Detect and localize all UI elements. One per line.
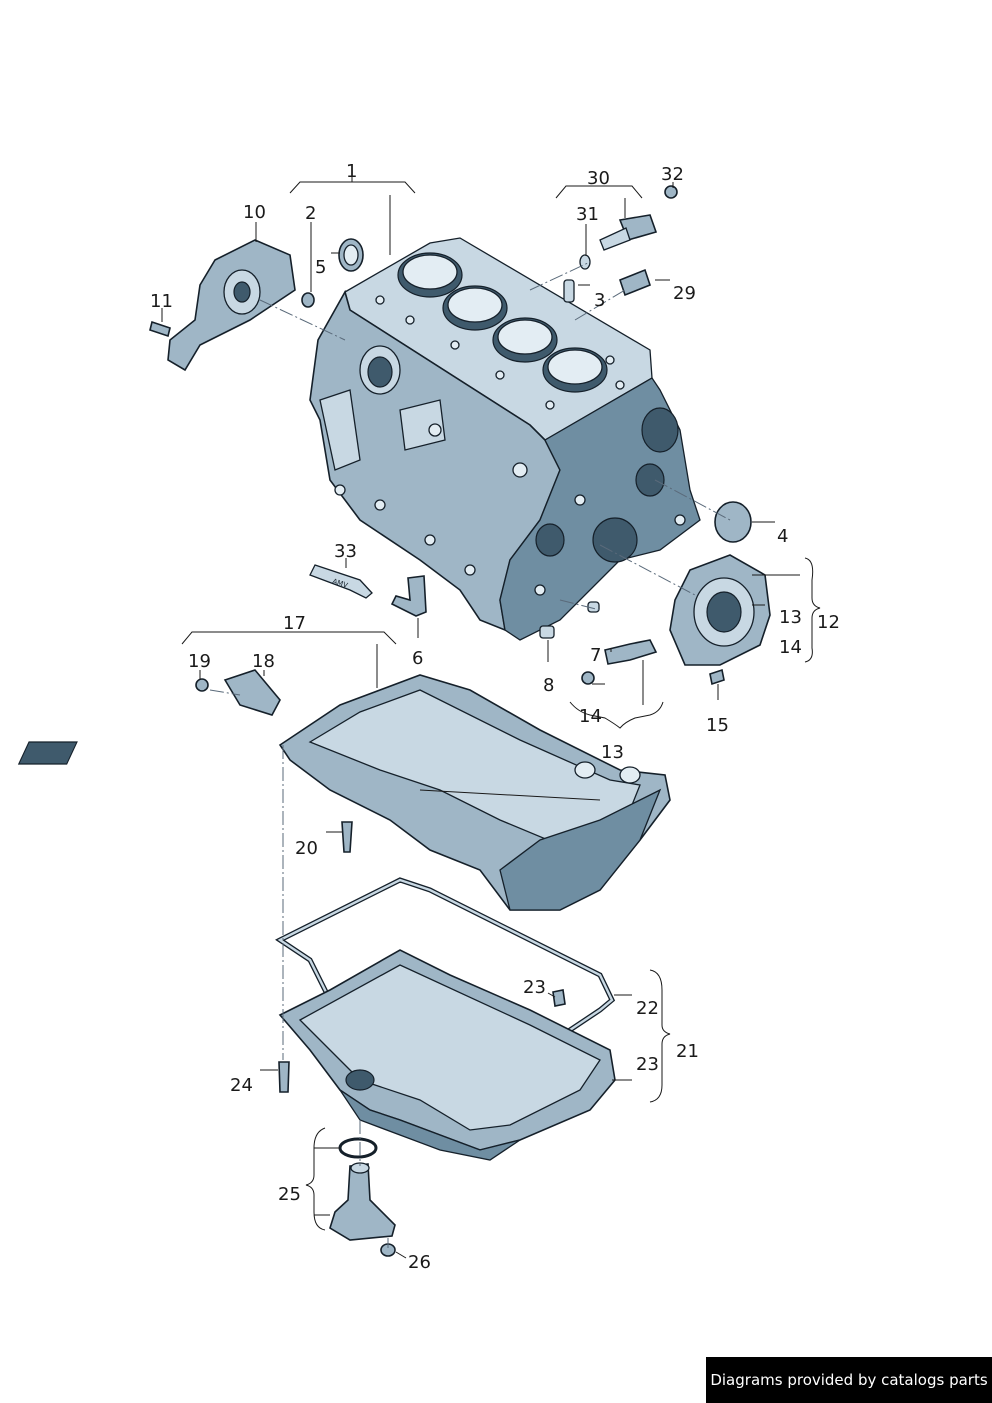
oil-level-sensor-25	[329, 1162, 396, 1241]
callout-13-right: 13	[779, 607, 802, 628]
callout-23-right: 23	[636, 1054, 659, 1075]
bolt-24	[278, 1061, 290, 1093]
flange-bolt-11	[149, 320, 171, 338]
bolt-14	[581, 671, 595, 685]
plug-4	[714, 501, 752, 543]
bolt-20	[341, 821, 353, 853]
leader-lines	[161, 170, 821, 1259]
cylinder-block	[309, 237, 701, 641]
oil-jet-6	[390, 575, 427, 617]
callout-10: 10	[243, 202, 266, 223]
callout-23-left: 23	[523, 977, 546, 998]
lower-oil-pan	[278, 949, 616, 1161]
callout-4: 4	[777, 526, 788, 547]
dowel-2	[301, 292, 315, 308]
callout-20: 20	[295, 838, 318, 859]
callout-21: 21	[676, 1041, 699, 1062]
callout-33: 33	[334, 541, 357, 562]
callout-5: 5	[315, 257, 326, 278]
callout-18: 18	[252, 651, 275, 672]
seal-ring-25	[338, 1137, 378, 1159]
callout-17: 17	[283, 613, 306, 634]
sensor-18	[223, 669, 281, 716]
callout-3: 3	[594, 290, 605, 311]
sealant-tube-33: AMV	[309, 564, 373, 599]
callout-14-lower: 14	[579, 706, 602, 727]
plug-5	[338, 238, 364, 272]
rear-seal-flange	[669, 554, 771, 666]
callout-8: 8	[543, 675, 554, 696]
callout-19: 19	[188, 651, 211, 672]
bolt-19	[195, 678, 209, 692]
callout-26: 26	[408, 1252, 431, 1273]
credit-text: Diagrams provided by catalogs parts	[710, 1371, 988, 1389]
upper-oil-pan	[17, 674, 671, 911]
callout-1: 1	[346, 161, 357, 182]
sensor-30	[599, 214, 658, 251]
callout-32: 32	[661, 164, 684, 185]
bolt-32	[664, 185, 678, 199]
credit-banner: Diagrams provided by catalogs parts	[706, 1357, 992, 1403]
sender-29	[619, 268, 651, 297]
callout-2: 2	[305, 203, 316, 224]
callout-22: 22	[636, 998, 659, 1019]
front-seal-flange	[167, 239, 296, 372]
callouts: 1 2 3 4 5 6 7 8 10 11 12 13 13 14 14 15 …	[150, 161, 840, 1273]
callout-14-right: 14	[779, 637, 802, 658]
bolt-15	[709, 668, 725, 686]
callout-12: 12	[817, 612, 840, 633]
callout-7: 7	[590, 645, 601, 666]
callout-31: 31	[576, 204, 599, 225]
assembly-lines	[209, 261, 731, 1248]
bolt-23	[552, 989, 566, 1007]
callout-11: 11	[150, 291, 173, 312]
o-ring-31	[579, 254, 591, 270]
sensor-7	[604, 639, 658, 665]
callout-30: 30	[587, 168, 610, 189]
sleeve-3	[563, 279, 575, 303]
callout-13-lower: 13	[601, 742, 624, 763]
callout-29: 29	[673, 283, 696, 304]
callout-15: 15	[706, 715, 729, 736]
callout-24: 24	[230, 1075, 253, 1096]
callout-25: 25	[278, 1184, 301, 1205]
callout-6: 6	[412, 648, 423, 669]
